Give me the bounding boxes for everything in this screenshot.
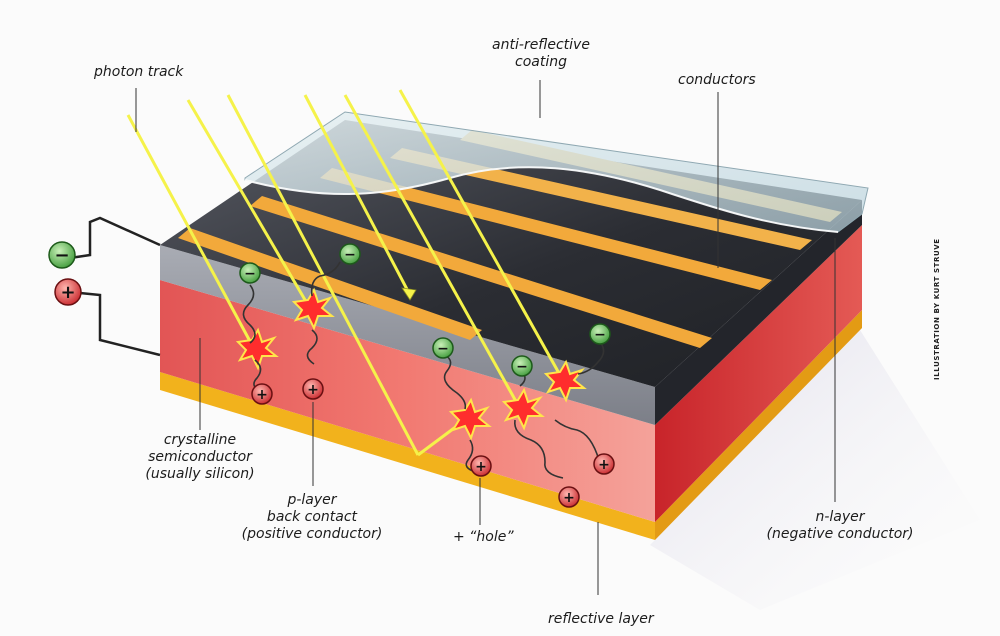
hole-label: + “hole” <box>453 529 514 545</box>
electron-symbol: − <box>437 341 449 357</box>
photon-tracks <box>126 89 562 457</box>
reflective-layer-side <box>655 310 862 540</box>
hole-symbol: + <box>307 382 319 398</box>
p-layer-label: p-layer back contact (positive conductor… <box>242 492 383 543</box>
semiconductor-side <box>655 225 862 522</box>
crystalline-label-line1: crystalline <box>163 432 237 448</box>
electron-symbol: − <box>516 359 528 375</box>
hole-icon: + <box>54 278 82 306</box>
hole-symbol: + <box>475 459 487 475</box>
electron-symbol: − <box>594 327 606 343</box>
anti-reflective-label-line1: anti-reflective <box>492 37 590 53</box>
hole-symbol: + <box>256 387 268 403</box>
p-layer-label-line2: back contact <box>266 509 358 525</box>
hole-icon: + <box>558 486 580 508</box>
n-layer-side <box>655 200 862 425</box>
illustration-credit: ILLUSTRATION BY KURT STRUVE <box>933 238 941 380</box>
anti-reflective-coating-label: anti-reflective coating <box>492 37 590 71</box>
crystalline-label-line3: (usually silicon) <box>145 466 255 482</box>
electron-symbol: − <box>244 266 256 282</box>
semiconductor-front <box>160 280 655 522</box>
conductor-strip <box>178 228 482 340</box>
photon-absorption-bursts <box>235 287 587 441</box>
hole-icon: + <box>302 378 324 400</box>
n-layer-label: n-layer (negative conductor) <box>766 509 913 543</box>
hole-symbol: + <box>60 282 75 303</box>
hole-icon: + <box>593 453 615 475</box>
crystalline-semiconductor-label: crystalline semiconductor (usually silic… <box>145 432 254 483</box>
holes: + + + + + + <box>54 278 615 508</box>
n-layer-label-line1: n-layer <box>815 509 865 525</box>
reflective-layer-front <box>160 372 655 540</box>
hole-icon: + <box>251 383 273 405</box>
crystalline-label-line2: semiconductor <box>148 449 252 465</box>
photon-track-label: photon track <box>94 64 184 80</box>
charge-paths <box>242 261 605 479</box>
n-layer-label-line2: (negative conductor) <box>766 526 914 542</box>
electron-icon: − <box>339 243 361 265</box>
hole-symbol: + <box>563 490 575 506</box>
hole-icon: + <box>470 455 492 477</box>
hole-symbol: + <box>598 457 610 473</box>
leader-lines <box>135 80 836 595</box>
conductor-strip <box>390 148 812 250</box>
photon-arrowheads <box>401 287 417 301</box>
conductor-strip <box>250 196 712 348</box>
electron-icon: − <box>432 337 454 359</box>
n-layer-front <box>160 245 655 425</box>
p-layer-label-line3: (positive conductor) <box>241 526 383 542</box>
conductor-strip <box>320 168 772 290</box>
p-layer-label-line1: p-layer <box>287 492 337 508</box>
anti-reflective-label-line2: coating <box>515 54 567 70</box>
conductors-label: conductors <box>678 72 756 88</box>
electron-symbol: − <box>344 247 356 263</box>
coating-edge <box>244 166 839 233</box>
external-circuit <box>69 216 161 357</box>
electron-icon: − <box>589 323 611 345</box>
electrons: − − − − − − <box>48 241 611 377</box>
cell-shadow <box>650 330 980 610</box>
electron-symbol: − <box>54 245 69 266</box>
electron-icon: − <box>239 262 261 284</box>
electron-icon: − <box>48 241 76 269</box>
electron-icon: − <box>511 355 533 377</box>
reflective-layer-label: reflective layer <box>548 611 654 627</box>
